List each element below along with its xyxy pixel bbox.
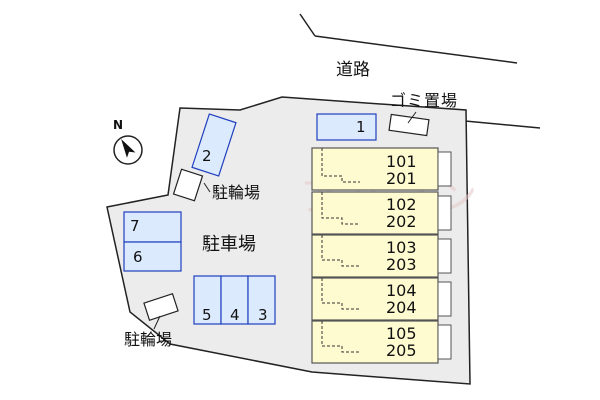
balcony-unit-3	[437, 238, 452, 274]
stair-path-5	[321, 321, 360, 353]
parking-space-6	[123, 241, 182, 272]
building-unit-3	[311, 234, 439, 278]
unit-label-5: 105 205	[386, 325, 417, 359]
parking-space-3	[247, 275, 276, 325]
unit-label-1: 101 201	[386, 153, 417, 187]
parking-number-4: 4	[230, 306, 240, 324]
bicycle-box-upper	[172, 168, 204, 202]
garbage-leader	[407, 111, 417, 124]
building-unit-5	[311, 320, 439, 364]
bicycle-parking-label-upper: 駐輪場	[212, 183, 261, 202]
parking-number-2: 2	[202, 147, 212, 165]
balcony-unit-1	[437, 151, 452, 187]
stair-path-1	[321, 148, 360, 183]
building-unit-4	[311, 277, 439, 321]
unit-lower-number: 201	[386, 169, 417, 188]
balcony-unit-5	[437, 324, 452, 360]
road-label: 道路	[336, 60, 370, 80]
parking-number-3: 3	[258, 306, 268, 324]
road-edge-upper	[299, 13, 316, 37]
garbage-label: ゴミ置場	[390, 91, 459, 110]
parking-number-5: 5	[202, 306, 212, 324]
parking-number-6: 6	[133, 248, 143, 266]
unit-upper-number: 102	[386, 195, 417, 214]
building-unit-2	[311, 191, 439, 235]
unit-label-2: 102 202	[386, 196, 417, 230]
unit-upper-number: 101	[386, 152, 417, 171]
unit-label-4: 104 204	[386, 282, 417, 316]
stair-path-3	[321, 235, 360, 267]
building	[311, 147, 452, 364]
unit-lower-number: 204	[386, 298, 417, 317]
unit-upper-number: 104	[386, 281, 417, 300]
stair-path-4	[321, 278, 360, 310]
unit-lower-number: 202	[386, 212, 417, 231]
balcony-unit-2	[437, 195, 452, 231]
parking-number-7: 7	[130, 217, 140, 235]
car-parking-label: 駐車場	[202, 234, 256, 255]
stair-path-2	[321, 192, 360, 225]
bicycle-leader-lower	[153, 315, 161, 330]
building-unit-1	[311, 147, 439, 191]
unit-label-3: 103 203	[386, 239, 417, 273]
compass-icon	[113, 135, 143, 165]
bicycle-leader-upper	[203, 182, 211, 193]
parking-space-7	[123, 211, 182, 243]
balcony-unit-4	[437, 281, 452, 317]
parking-number-1: 1	[356, 118, 366, 136]
road-edge-upper	[314, 35, 518, 64]
unit-upper-number: 105	[386, 324, 417, 343]
compass-north-label: N	[113, 118, 124, 132]
bicycle-parking-label-lower: 駐輪場	[124, 330, 173, 349]
road-edge-lower	[464, 120, 541, 129]
parking-space-2	[191, 113, 237, 177]
unit-lower-number: 203	[386, 255, 417, 274]
unit-lower-number: 205	[386, 341, 417, 360]
parking-space-1	[316, 113, 377, 141]
unit-upper-number: 103	[386, 238, 417, 257]
garbage-box	[388, 113, 430, 137]
bicycle-box-lower	[143, 293, 179, 321]
